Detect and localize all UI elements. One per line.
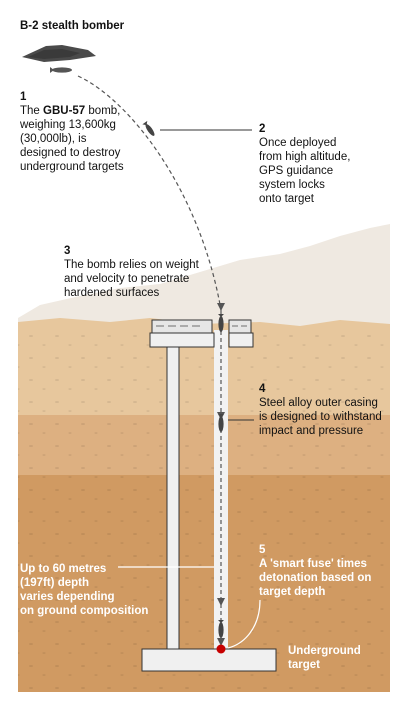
bomb-shaft: [214, 330, 228, 652]
step1-line3: (30,000lb), is: [20, 133, 87, 145]
step2-number: 2: [259, 123, 266, 135]
step1-number: 1: [20, 91, 27, 103]
step2-line4: system locks: [259, 179, 325, 191]
depth-line4: on ground composition: [20, 605, 149, 617]
step4-line3: impact and pressure: [259, 425, 364, 437]
step1-line4: designed to destroy: [20, 147, 121, 159]
step3-line2: and velocity to penetrate: [64, 273, 190, 285]
step5-text: A 'smart fuse' times detonation based on…: [259, 557, 371, 599]
step4-text: Steel alloy outer casing is designed to …: [259, 396, 382, 438]
diagram-title: B-2 stealth bomber: [20, 20, 125, 32]
flight-path: [77, 75, 222, 311]
bomb-casing-icon: [218, 414, 224, 432]
depth-line3: varies depending: [20, 591, 115, 603]
step2-line2: from high altitude,: [259, 151, 351, 163]
target-line2: target: [288, 659, 320, 671]
step5-number: 5: [259, 544, 266, 556]
bomb-midair-icon: [142, 120, 155, 136]
bomb-fuse-icon: [218, 620, 224, 638]
step2-text: Once deployed from high altitude, GPS gu…: [259, 136, 350, 206]
released-bomb-icon: [50, 67, 72, 73]
surface-terrain: [18, 224, 390, 340]
surface-slab-top-right: [228, 319, 252, 334]
bomb-surface-icon: [218, 314, 224, 332]
step3-text: The bomb relies on weight and velocity t…: [64, 258, 199, 300]
step1-line5: underground targets: [20, 161, 124, 173]
surface-slab-right: [228, 332, 254, 348]
step4-line2: is designed to withstand: [259, 411, 382, 423]
step3-number: 3: [64, 245, 71, 257]
step1-text: The GBU-57 bomb, weighing 13,600kg (30,0…: [20, 104, 124, 174]
support-column: [166, 346, 180, 650]
depth-line1: Up to 60 metres: [20, 563, 107, 575]
step5-line2: detonation based on: [259, 572, 372, 584]
step4-number: 4: [259, 383, 266, 395]
step1-line2: weighing 13,600kg: [20, 119, 116, 131]
step1-keyword: GBU-57: [43, 105, 86, 117]
step5-line1: A 'smart fuse' times: [259, 558, 367, 570]
step2-line1: Once deployed: [259, 137, 337, 149]
soil-texture: [18, 330, 390, 692]
step5-line3: target depth: [259, 586, 326, 598]
surface-slab-left: [149, 332, 215, 348]
depth-line2: (197ft) depth: [20, 577, 89, 589]
step3-line1: The bomb relies on weight: [64, 259, 199, 271]
step2-line3: GPS guidance: [259, 165, 334, 177]
step1-pre: The: [20, 105, 44, 117]
target-marker: [216, 644, 226, 654]
step4-line1: Steel alloy outer casing: [259, 397, 378, 409]
depth-label: Up to 60 metres (197ft) depth varies dep…: [20, 562, 148, 618]
step1-line1: bomb,: [85, 105, 121, 117]
step2-line5: onto target: [259, 193, 314, 205]
step3-line3: hardened surfaces: [64, 287, 160, 299]
underground-bunker: [141, 648, 277, 672]
leader-step5: [227, 599, 261, 649]
b2-bomber-icon: [22, 45, 96, 62]
target-label: Underground target: [288, 644, 361, 672]
target-line1: Underground: [288, 645, 361, 657]
